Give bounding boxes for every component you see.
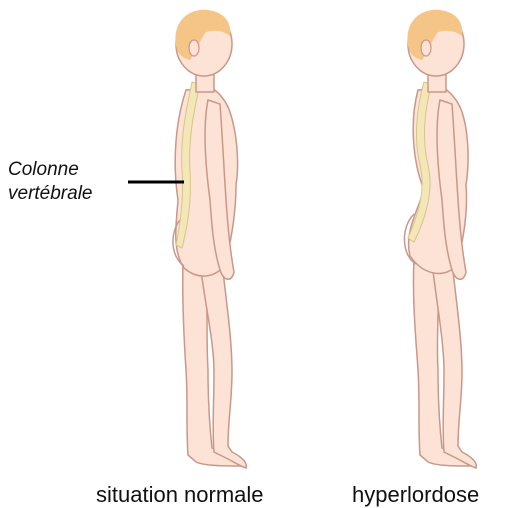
ear — [421, 40, 431, 56]
callout-line-1: Colonne — [8, 158, 93, 182]
figure-normal — [173, 10, 246, 468]
callout-label: Colonne vertébrale — [8, 158, 93, 206]
caption-hyperlordose: hyperlordose — [352, 482, 479, 508]
figure-hyperlordose — [404, 10, 476, 468]
caption-normal: situation normale — [96, 482, 264, 508]
ear — [189, 40, 199, 56]
callout-line-2: vertébrale — [8, 182, 93, 206]
